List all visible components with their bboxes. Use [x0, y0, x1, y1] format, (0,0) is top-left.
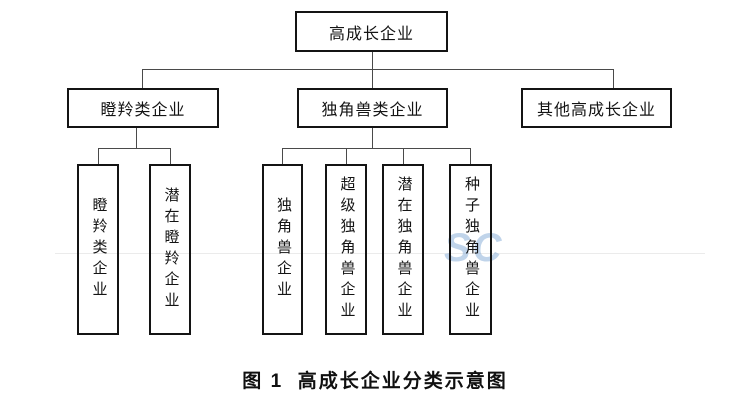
node-label: 其他高成长企业	[536, 102, 656, 119]
connector-drop-gazelle-category	[142, 69, 143, 88]
node-label: 超级独角兽企业	[338, 176, 355, 323]
node-label: 高成长企业	[328, 25, 414, 43]
connector-drop-potential-unicorn	[403, 148, 404, 164]
connector-unicorn-stem	[372, 128, 373, 148]
connector-unicorn-horizontal	[282, 148, 471, 149]
node-label: 瞪羚类企业	[100, 102, 186, 119]
node-label: 独角兽类企业	[321, 102, 424, 119]
node-high-growth-enterprise: 高成长企业	[295, 11, 448, 52]
node-label: 种子独角兽企业	[463, 176, 479, 323]
connector-drop-potential-gazelle	[170, 148, 171, 164]
node-gazelle-category: 瞪羚类企业	[67, 88, 219, 128]
node-potential-gazelle-enterprise: 潜在瞪羚企业	[149, 164, 191, 335]
connector-level2-horizontal	[142, 69, 614, 70]
node-unicorn-category: 独角兽类企业	[297, 88, 448, 128]
connector-drop-gazelle	[98, 148, 99, 164]
node-label: 潜在瞪羚企业	[162, 186, 179, 313]
connector-gazelle-horizontal	[98, 148, 171, 149]
figure-caption: 图 1 高成长企业分类示意图	[242, 371, 508, 392]
node-label: 独角兽企业	[275, 197, 291, 302]
connector-drop-super-unicorn	[346, 148, 347, 164]
node-other-high-growth: 其他高成长企业	[521, 88, 672, 128]
node-gazelle-enterprise: 瞪羚类企业	[77, 164, 119, 335]
node-super-unicorn-enterprise: 超级独角兽企业	[325, 164, 367, 335]
node-unicorn-enterprise: 独角兽企业	[262, 164, 303, 335]
node-potential-unicorn-enterprise: 潜在独角兽企业	[382, 164, 424, 335]
node-label: 瞪羚类企业	[90, 197, 107, 302]
node-label: 潜在独角兽企业	[395, 176, 412, 323]
connector-drop-unicorn	[282, 148, 283, 164]
scan-artifact-line	[55, 253, 705, 254]
connector-drop-other	[613, 69, 614, 88]
connector-gazelle-stem	[136, 128, 137, 148]
connector-root-stem	[372, 52, 373, 88]
node-seed-unicorn-enterprise: 种子独角兽企业	[449, 164, 492, 335]
connector-drop-seed-unicorn	[470, 148, 471, 164]
